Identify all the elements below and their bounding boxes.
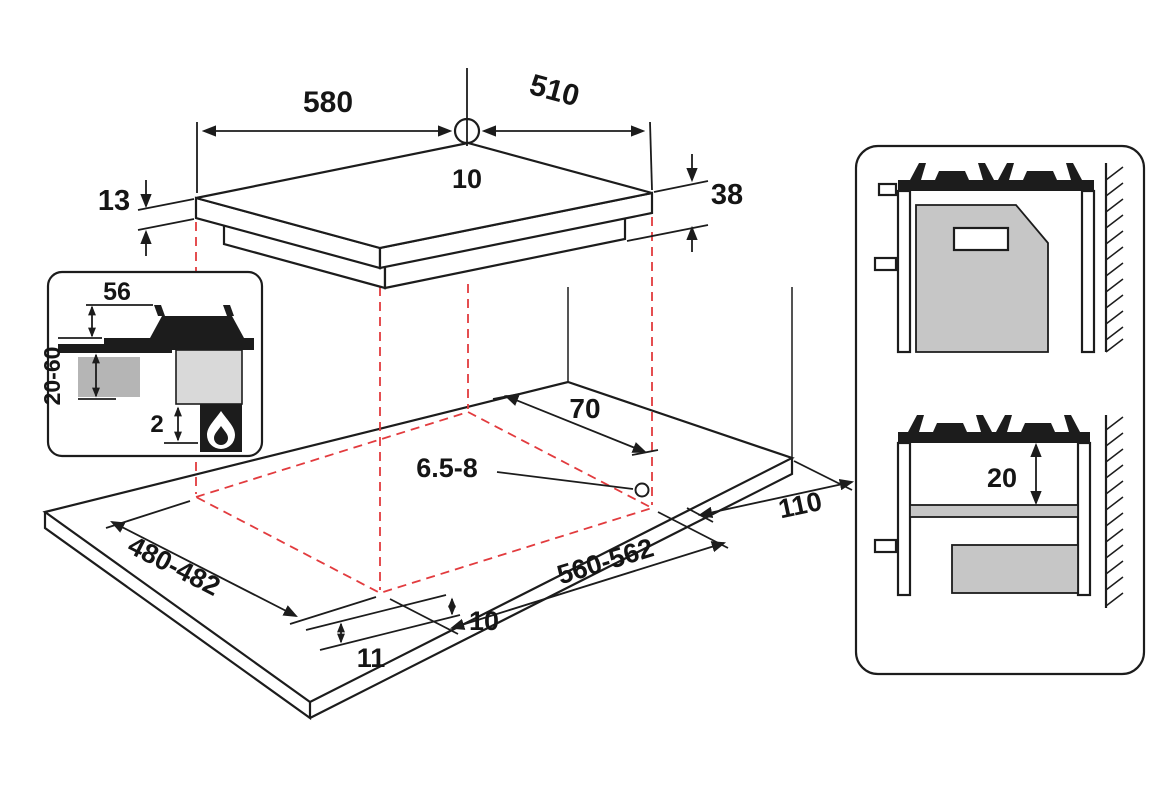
fixing-bracket bbox=[873, 256, 898, 272]
panel-thickness-label: 13 bbox=[98, 185, 130, 217]
side-panel-right bbox=[1076, 441, 1092, 597]
dim-total-height: 38 bbox=[626, 154, 743, 252]
worktop-surface-section bbox=[58, 344, 172, 353]
dim-front-offsets: 10 11 bbox=[305, 594, 499, 673]
shelf-clearance-label: 20 bbox=[987, 463, 1017, 493]
front-edge-offset-label: 11 bbox=[357, 643, 386, 673]
hob-width-label: 580 bbox=[303, 86, 353, 119]
hole-position-marker bbox=[453, 117, 481, 145]
hob-top-face bbox=[195, 141, 653, 250]
side-clearance-label: 110 bbox=[776, 486, 825, 524]
fixing-hole-circle bbox=[634, 482, 650, 498]
burner-grate-section bbox=[150, 316, 244, 338]
bottom-clearance-label: 2 bbox=[150, 411, 163, 438]
burner-grates bbox=[910, 163, 1082, 180]
rear-clearance-label: 70 bbox=[569, 393, 600, 424]
side-view-above-cabinet bbox=[873, 163, 1124, 354]
fixing-bracket bbox=[877, 182, 898, 197]
wall-hatching bbox=[1105, 416, 1124, 607]
hob-isometric bbox=[194, 141, 654, 290]
wall-hatching bbox=[1105, 166, 1124, 353]
hob-hole-label: 10 bbox=[452, 164, 482, 194]
dim-hob-width: 580 10 bbox=[196, 68, 482, 194]
side-view-above-shelf: 20 bbox=[873, 415, 1124, 608]
side-panel-left bbox=[896, 189, 912, 354]
burner-grates bbox=[908, 415, 1080, 432]
cutout-outline bbox=[193, 411, 655, 594]
fixing-bracket bbox=[873, 538, 898, 554]
hob-undercounter-body bbox=[175, 349, 243, 405]
dim-rear-clearance: 70 bbox=[492, 393, 659, 456]
cabinet-oven bbox=[915, 204, 1049, 353]
dim-fixing-hole: 6.5-8 bbox=[416, 453, 650, 498]
dim-panel-thickness: 13 bbox=[98, 180, 195, 256]
drawer-box bbox=[951, 544, 1079, 594]
worktop-thickness-edges bbox=[43, 458, 794, 721]
total-height-label: 38 bbox=[711, 179, 743, 211]
side-panel-right bbox=[1080, 189, 1096, 354]
worktop-thickness-label: 20-60 bbox=[39, 347, 65, 406]
side-panel-left bbox=[896, 441, 912, 597]
hob-profile bbox=[898, 432, 1090, 443]
oven-vent bbox=[952, 226, 1010, 252]
fixing-hole-label: 6.5-8 bbox=[416, 453, 478, 483]
hob-depth-label: 510 bbox=[526, 68, 583, 113]
hob-profile bbox=[898, 180, 1094, 191]
worktop-isometric bbox=[42, 287, 795, 721]
shelf bbox=[909, 504, 1079, 518]
side-view-panel: 20 bbox=[854, 144, 1146, 676]
worktop-thickness-block bbox=[78, 357, 140, 397]
gas-flame-icon bbox=[200, 404, 242, 452]
front-offset-label: 10 bbox=[469, 606, 499, 636]
grate-height-label: 56 bbox=[103, 278, 131, 306]
section-detail-inset: 56 20-60 2 bbox=[39, 270, 264, 458]
